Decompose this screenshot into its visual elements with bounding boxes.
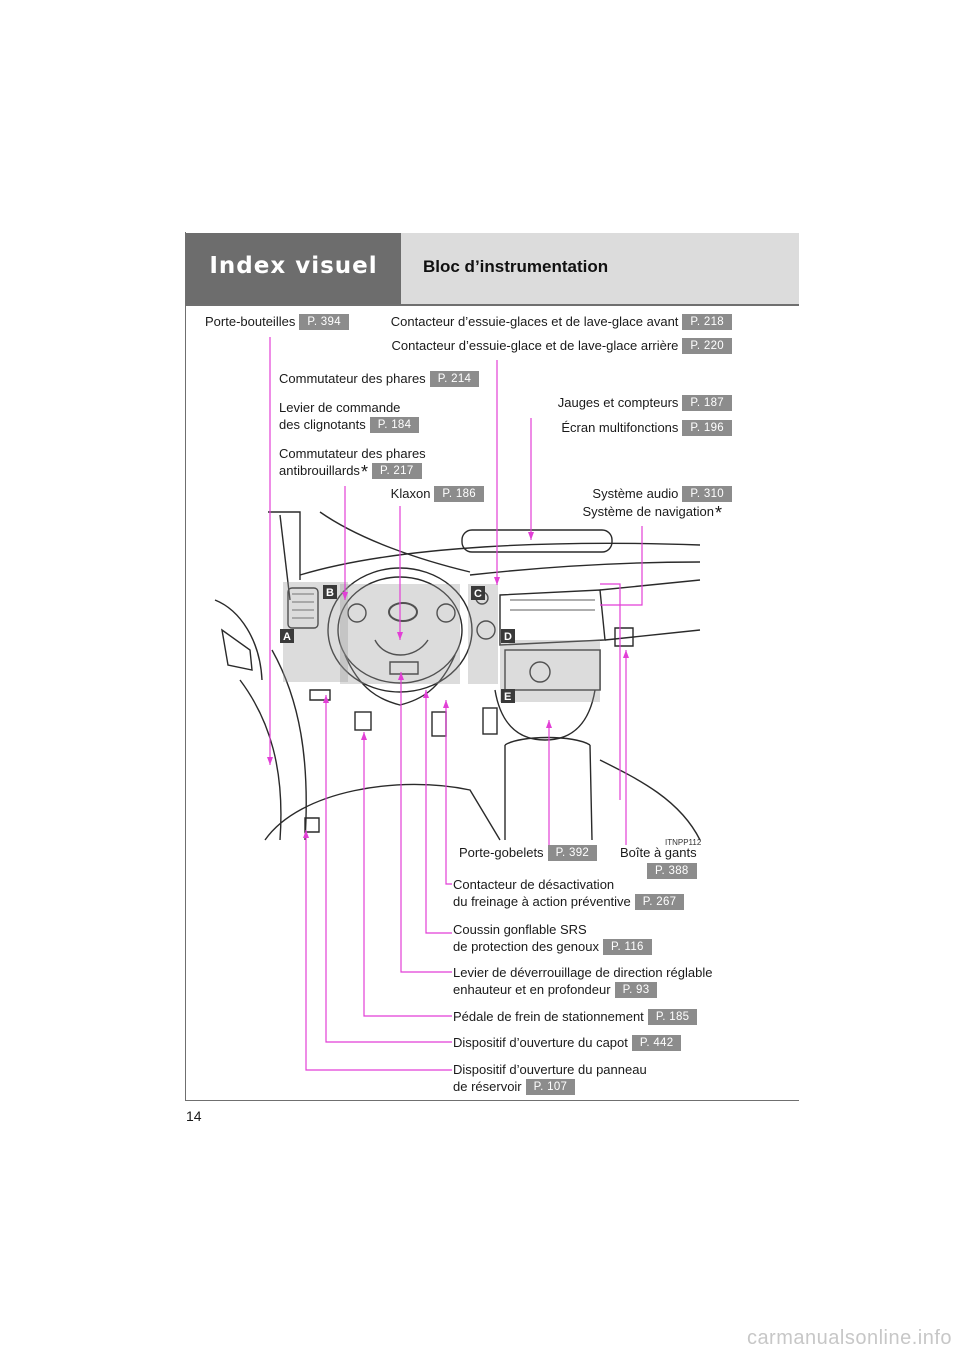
marker-b: B: [326, 587, 334, 599]
page-ref-107[interactable]: P. 107: [525, 1079, 576, 1095]
page-header: Bloc d’instrumentation: [401, 233, 799, 305]
label-essuie-arriere: Contacteur d’essuie-glace et de lave-gla…: [392, 337, 732, 354]
page-ref-184[interactable]: P. 184: [369, 417, 420, 433]
label-antibrouillards: Commutateur des phares antibrouillards*P…: [279, 446, 426, 482]
image-code: ITNPP112: [665, 838, 702, 847]
section-title: Index visuel: [209, 253, 378, 279]
label-desactivation: Contacteur de désactivation du freinage …: [453, 876, 685, 910]
page-ref-186[interactable]: P. 186: [434, 486, 484, 502]
zone-c: [468, 584, 498, 684]
page-ref-93[interactable]: P. 93: [614, 982, 658, 998]
marker-e: E: [504, 691, 511, 703]
page-ref-196[interactable]: P. 196: [682, 420, 732, 436]
page-ref-185[interactable]: P. 185: [647, 1009, 698, 1025]
label-navigation: Système de navigation*: [582, 503, 722, 523]
dashboard-drawing: [214, 511, 701, 841]
marker-d: D: [504, 631, 512, 643]
leader-lines: [269, 337, 643, 1071]
page-ref-310[interactable]: P. 310: [682, 486, 732, 502]
page-ref-116[interactable]: P. 116: [603, 939, 652, 955]
section-tab: Index visuel: [186, 233, 401, 305]
page-number: 14: [186, 1108, 202, 1124]
label-boite-gants: Boîte à gants P. 388: [620, 845, 697, 879]
page-ref-267[interactable]: P. 267: [634, 894, 685, 910]
zone-d: [500, 640, 600, 702]
page-ref-392[interactable]: P. 392: [547, 845, 598, 861]
page-ref-388[interactable]: P. 388: [647, 863, 697, 879]
watermark: carmanualsonline.info: [746, 1327, 952, 1349]
page-title: Bloc d’instrumentation: [423, 257, 609, 276]
page-ref-217[interactable]: P. 217: [371, 463, 422, 479]
page-ref-442[interactable]: P. 442: [631, 1035, 682, 1051]
page-ref-187[interactable]: P. 187: [682, 395, 732, 411]
marker-c: C: [474, 588, 482, 600]
page-ref-220[interactable]: P. 220: [682, 338, 732, 354]
page-ref-218[interactable]: P. 218: [682, 314, 732, 330]
page-ref-214[interactable]: P. 214: [429, 371, 480, 387]
page-ref-394[interactable]: P. 394: [299, 314, 349, 330]
marker-a: A: [283, 631, 291, 643]
label-essuie-avant: Contacteur d’essuie-glaces et de lave-gl…: [391, 313, 732, 330]
page-frame: [185, 232, 799, 1101]
label-levier-direction: Levier de déverrouillage de direction ré…: [453, 965, 713, 998]
label-reservoir: Dispositif d’ouverture du panneau de rés…: [453, 1062, 647, 1095]
label-coussin: Coussin gonflable SRS de protection des …: [453, 921, 652, 955]
header-divider: [186, 304, 799, 306]
